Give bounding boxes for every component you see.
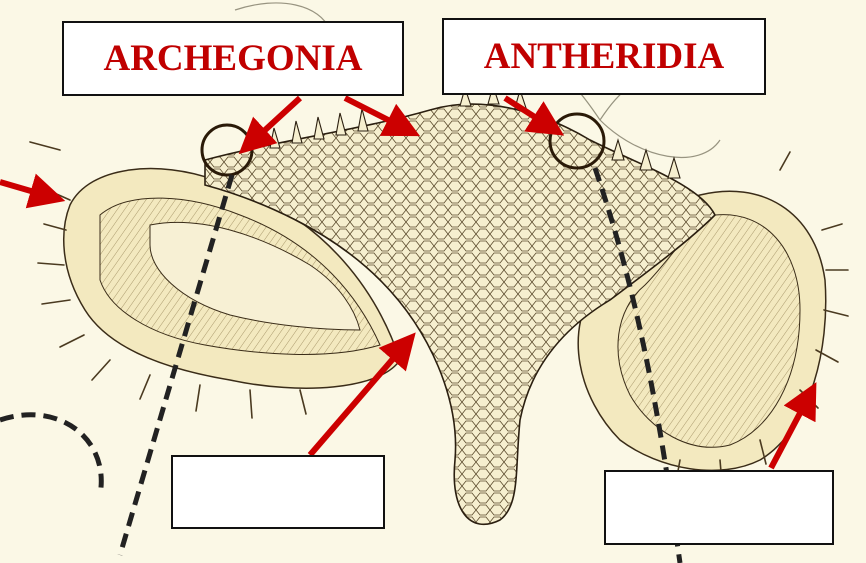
archegonia-label: ARCHEGONIA [62, 21, 404, 96]
antheridia-label: ANTHERIDIA [442, 18, 766, 95]
blank-label-box-right[interactable] [604, 470, 834, 545]
arrow-left-edge [0, 182, 48, 196]
blank-label-box-left[interactable] [171, 455, 385, 529]
